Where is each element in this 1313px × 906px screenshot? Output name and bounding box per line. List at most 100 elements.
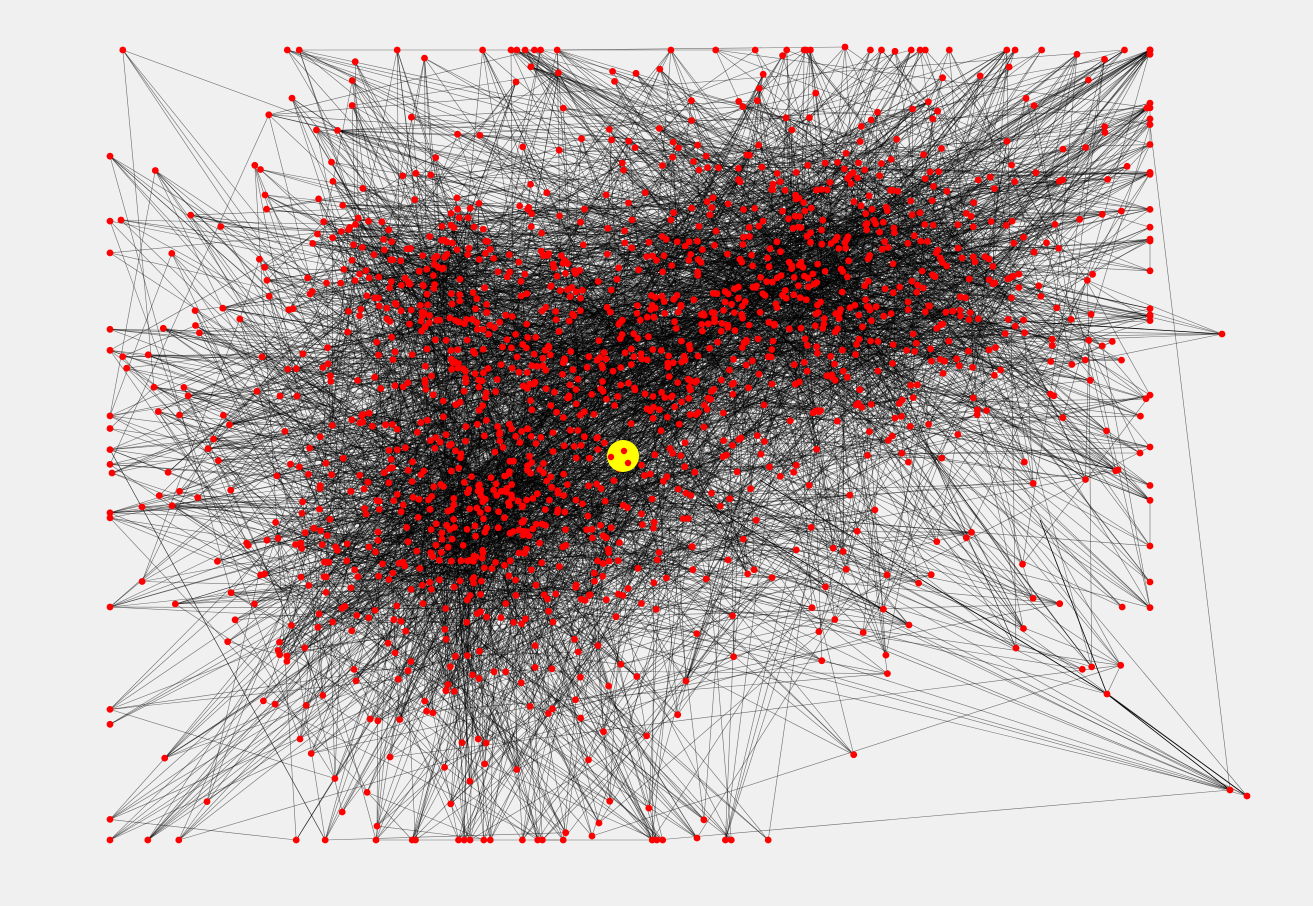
graph-edge [397, 494, 416, 841]
graph-edge [522, 448, 671, 536]
graph-edge [522, 312, 761, 345]
graph-edge [808, 239, 847, 486]
graph-edge [325, 832, 566, 841]
graph-edge [881, 49, 1059, 249]
graph-edge [109, 276, 508, 608]
graph-edge [322, 275, 434, 368]
graph-edge [758, 145, 942, 459]
graph-edge [463, 499, 577, 841]
graph-edge [858, 118, 1151, 404]
graph-edge [711, 207, 724, 311]
graph-edge [355, 224, 422, 475]
graph-edge [435, 255, 562, 524]
graph-edge [411, 117, 485, 841]
graph-edge [733, 383, 738, 472]
graph-edge [862, 49, 1016, 327]
graph-edge [467, 217, 548, 600]
graph-edge [109, 170, 156, 416]
graph-edge [183, 387, 380, 510]
graph-edge [938, 171, 1151, 175]
graph-edge [445, 639, 566, 833]
graph-edge [917, 181, 1060, 385]
graph-edge [899, 398, 1147, 404]
graph-edge [266, 59, 1105, 210]
graph-edge [780, 117, 787, 252]
graph-edge [740, 437, 967, 539]
graph-edge [685, 483, 1034, 494]
graph-edge [426, 268, 536, 383]
graph-edge [965, 147, 1086, 298]
graph-edge [1051, 172, 1151, 346]
graph-edge [1062, 417, 1151, 547]
graph-edge [159, 495, 1248, 797]
graph-edge [622, 595, 647, 736]
graph-edge [602, 381, 797, 466]
graph-edge [385, 192, 646, 426]
graph-edge [602, 312, 715, 369]
graph-edge [479, 650, 650, 809]
graph-edge [725, 307, 851, 841]
graph-edge [861, 54, 1151, 127]
graph-edge [913, 397, 1151, 501]
graph-edge [881, 163, 1086, 361]
graph-edge [862, 108, 913, 633]
graph-edge [562, 179, 1064, 841]
graph-edge [569, 395, 821, 411]
graph-edge [541, 250, 782, 276]
graph-edge [932, 274, 1034, 599]
graph-edge [608, 307, 654, 553]
graph-edge [109, 584, 537, 841]
graph-edge [432, 489, 470, 713]
graph-edge [342, 205, 787, 299]
graph-edge [929, 54, 1078, 173]
graph-edge [581, 138, 654, 408]
graph-edge [580, 297, 665, 302]
graph-edge [633, 311, 679, 334]
graph-edge [109, 606, 402, 622]
graph-edge [715, 49, 1151, 109]
graph-edge [248, 436, 516, 546]
graph-edge [369, 253, 608, 720]
graph-edge [734, 307, 851, 331]
graph-edge [551, 381, 603, 488]
graph-edge [292, 308, 379, 356]
graph-edge [397, 349, 458, 450]
graph-edge [726, 373, 760, 456]
graph-edge [837, 49, 1151, 163]
graph-edge [109, 253, 173, 417]
graph-edge [367, 414, 581, 483]
graph-edge [1033, 105, 1072, 320]
graph-edge [327, 49, 926, 348]
graph-edge [919, 49, 961, 317]
graph-edge [724, 291, 818, 306]
graph-edge [780, 394, 1151, 477]
graph-edge [490, 307, 654, 478]
graph-edge [923, 287, 1151, 317]
graph-edge [190, 214, 487, 744]
graph-edge [757, 100, 869, 260]
graph-edge [426, 268, 738, 473]
graph-edge [777, 54, 1151, 279]
graph-edge [842, 349, 1151, 547]
graph-edge [494, 327, 642, 355]
graph-edge [917, 384, 1063, 418]
graph-edge [911, 281, 969, 352]
graph-edge [847, 172, 1151, 179]
graph-edge [698, 226, 1151, 608]
graph-edge [479, 312, 761, 652]
graph-edge [936, 54, 1078, 329]
graph-edge [1088, 340, 1092, 667]
graph-edge [369, 622, 467, 720]
graph-edge [597, 349, 654, 438]
graph-edge [187, 167, 708, 397]
graph-edge [454, 297, 1012, 692]
graph-edge [940, 102, 1151, 326]
graph-edge [567, 49, 1007, 399]
graph-edge [551, 348, 632, 488]
graph-edge [239, 318, 531, 707]
graph-edge [681, 340, 821, 411]
graph-edge [968, 172, 1037, 280]
graph-edge [532, 350, 662, 499]
graph-edge [171, 489, 494, 506]
graph-edge [546, 480, 658, 841]
